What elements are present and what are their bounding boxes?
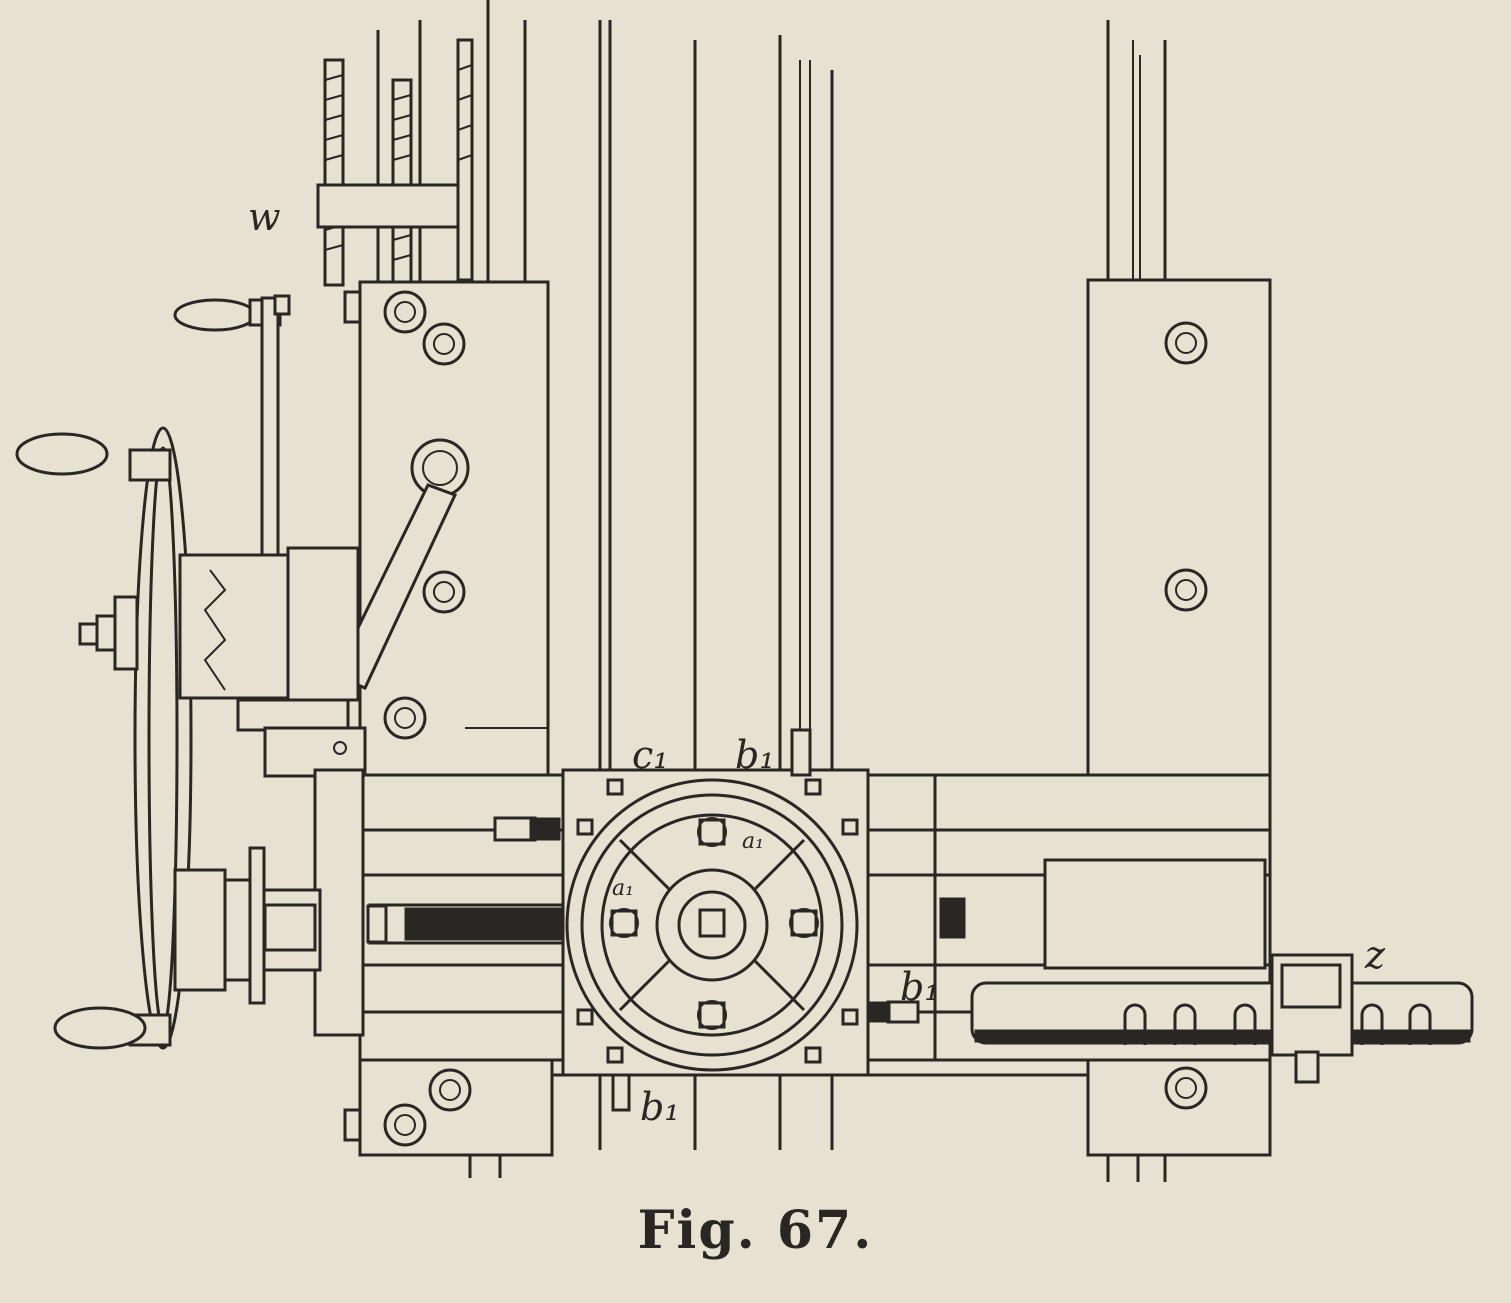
- threaded-screws: [323, 38, 474, 287]
- feed-screw: [366, 816, 966, 945]
- label-w: w: [248, 195, 281, 239]
- figure-caption: Fig. 67.: [637, 1200, 874, 1261]
- label-b1-right: b₁: [900, 965, 940, 1009]
- label-c1: c₁: [632, 733, 669, 777]
- right-lower-block: [1086, 1058, 1272, 1182]
- left-lower-block: [343, 1058, 554, 1178]
- label-a1-left: a₁: [612, 876, 634, 901]
- handwheel: [15, 426, 193, 1050]
- label-b1-bottom: b₁: [640, 1085, 680, 1129]
- left-upper-slide-block: [343, 280, 550, 779]
- lower-guide-rods: [598, 1075, 834, 1150]
- crosshead-w: [316, 183, 460, 229]
- label-a1-top: a₁: [742, 829, 764, 854]
- vertical-guide-rods: [376, 0, 1167, 775]
- angled-lever: [332, 483, 458, 690]
- shaft-bearing: [173, 846, 322, 1005]
- rack-bar: [970, 953, 1474, 1084]
- label-b1-top: b₁: [735, 733, 775, 777]
- label-z: z: [1364, 933, 1386, 977]
- adjusting-bolts: [611, 728, 920, 1112]
- right-upper-slide-block: [1086, 278, 1272, 779]
- circular-table: [565, 778, 859, 1072]
- gearbox-housing: [178, 546, 367, 778]
